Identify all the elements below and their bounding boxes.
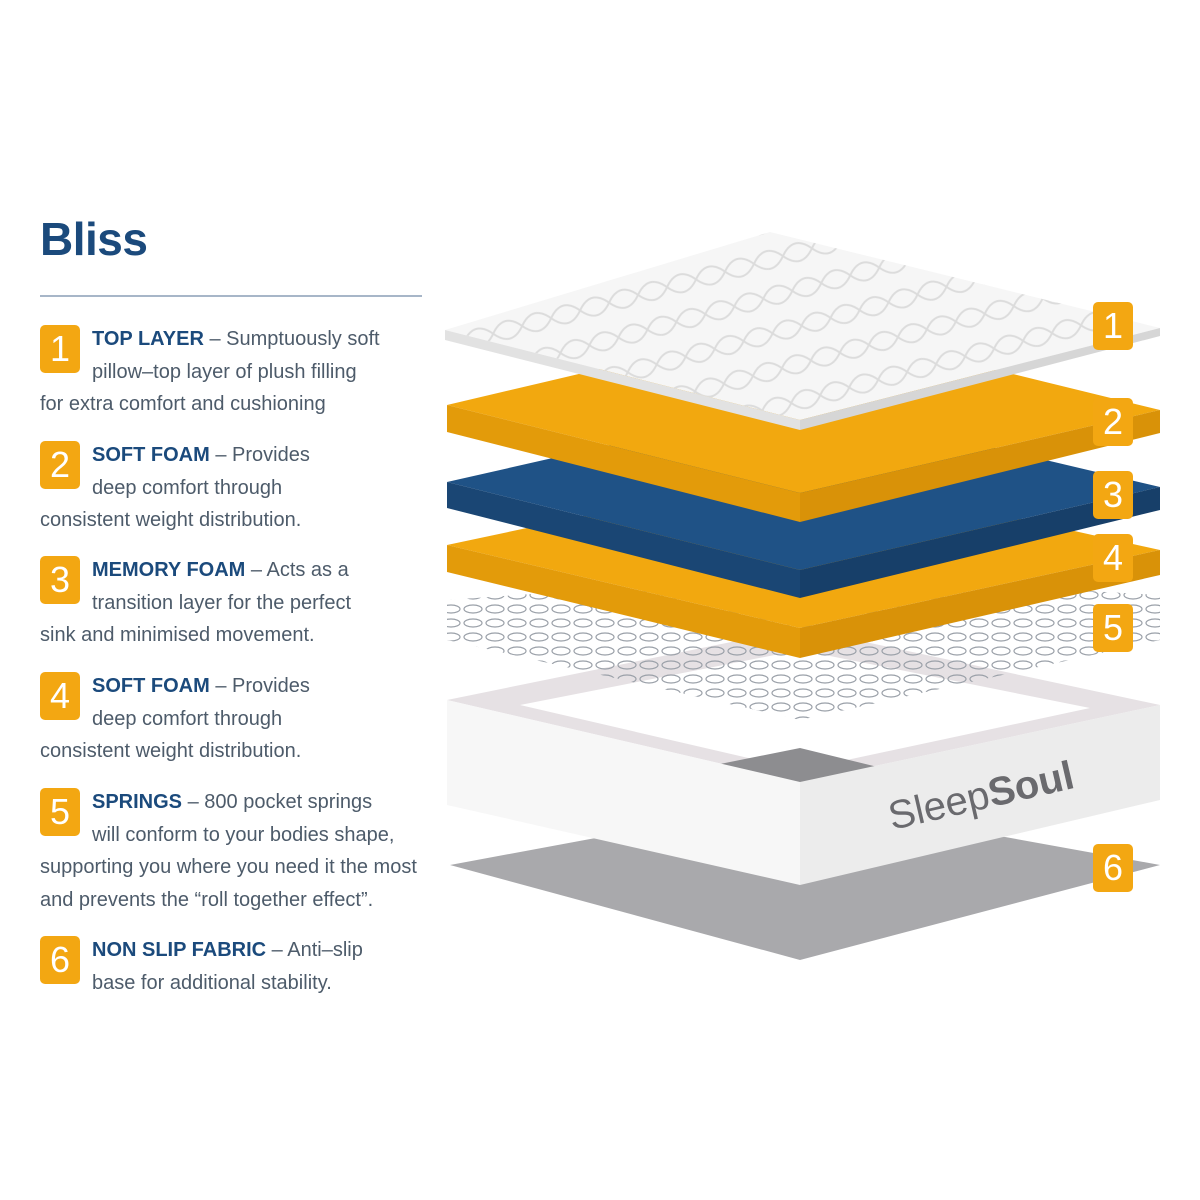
layer-description-4: 4 SOFT FOAM – Provides deep comfort thro… [40,670,440,768]
desc: consistent weight distribution. [40,740,302,762]
desc: supporting you where you need it the mos… [40,856,417,878]
layer-name: SOFT FOAM [92,675,210,697]
desc: – Sumptuously soft [203,328,380,350]
desc: will conform to your bodies shape, [92,823,395,846]
layer-description-3: 3 MEMORY FOAM – Acts as a transition lay… [40,554,440,652]
layer-description-5: 5 SPRINGS – 800 pocket springs will conf… [40,786,440,916]
desc: consistent weight distribution. [40,509,302,531]
diagram-badge-4: 4 [1093,534,1133,582]
layer-name: SOFT FOAM [92,444,210,466]
desc: – Provides [209,675,310,697]
desc: deep comfort through [92,707,283,730]
number-badge: 6 [40,936,80,984]
layer-name: MEMORY FOAM [92,559,246,581]
desc: – 800 pocket springs [182,791,373,813]
number-badge: 4 [40,672,80,720]
diagram-badge-1: 1 [1093,302,1133,350]
diagram-badge-5: 5 [1093,604,1133,652]
desc: transition layer for the perfect [92,591,352,614]
diagram-badge-3: 3 [1093,471,1133,519]
number-badge: 1 [40,325,80,373]
divider [40,295,422,297]
desc: base for additional stability. [92,971,332,994]
number-badge: 2 [40,441,80,489]
desc: pillow–top layer of plush filling [92,360,357,383]
page-title: Bliss [40,213,148,265]
desc: – Provides [209,444,310,466]
desc: deep comfort through [92,476,283,499]
layer-description-6: 6 NON SLIP FABRIC – Anti–slip base for a… [40,934,440,999]
number-badge: 3 [40,556,80,604]
diagram-badge-6: 6 [1093,844,1133,892]
desc: – Anti–slip [266,939,363,961]
diagram-badge-2: 2 [1093,398,1133,446]
layer-description-1: 1 TOP LAYER – Sumptuously soft pillow–to… [40,323,440,421]
desc: – Acts as a [245,559,349,581]
desc: for extra comfort and cushioning [40,393,326,415]
layer-name: NON SLIP FABRIC [92,939,267,961]
top-layer [445,232,1160,430]
desc: sink and minimised movement. [40,624,315,646]
layer-name: TOP LAYER [92,328,204,350]
layer-name: SPRINGS [92,791,183,813]
number-badge: 5 [40,788,80,836]
desc: and prevents the “roll together effect”. [40,888,374,911]
layer-description-2: 2 SOFT FOAM – Provides deep comfort thro… [40,439,440,537]
